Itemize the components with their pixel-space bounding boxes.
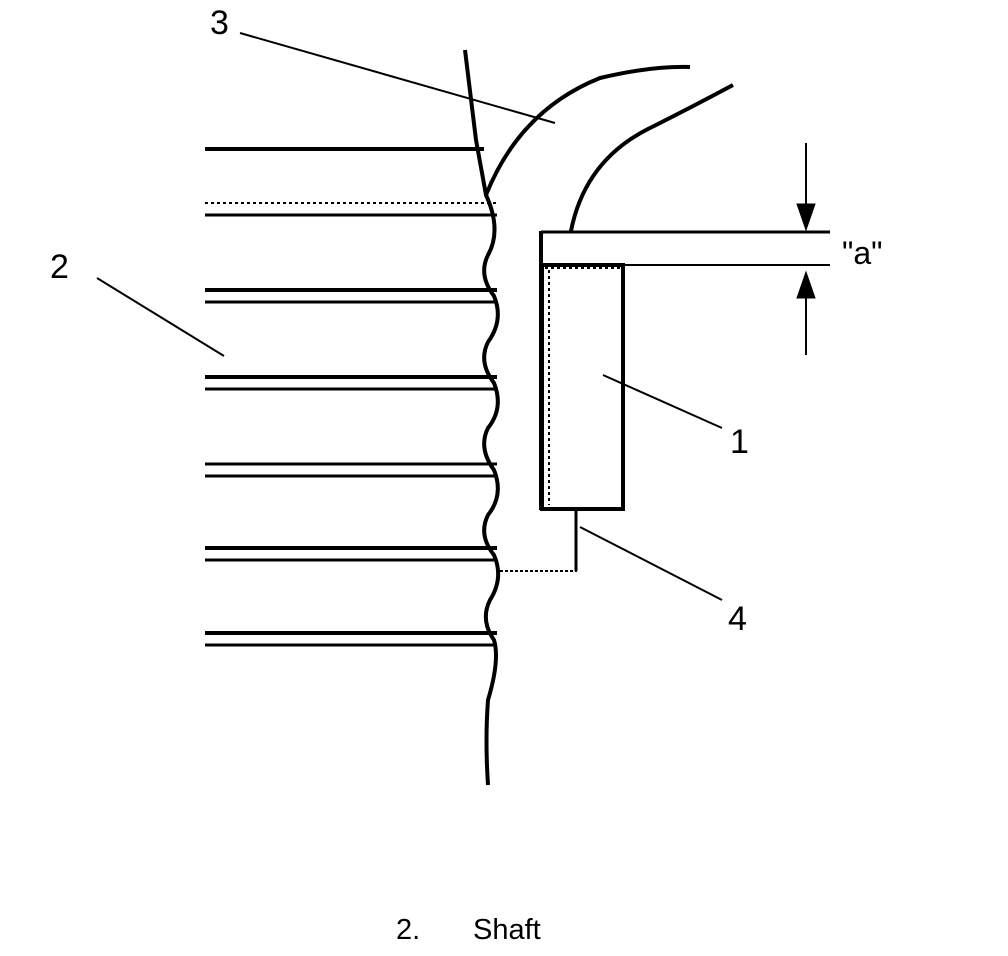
caption-number: 2. <box>396 914 421 946</box>
caption-text: Shaft <box>473 914 541 946</box>
dimension-label: "a" <box>842 235 883 271</box>
callout-3: 3 <box>210 4 229 42</box>
figure-caption: 2. Shaft <box>0 914 1008 954</box>
leader-line-4 <box>579 526 723 601</box>
leader-line-3 <box>239 32 556 124</box>
shaft-break-line <box>463 49 501 786</box>
leader-lines <box>96 32 723 601</box>
housing-inner-curve <box>569 83 734 232</box>
leader-line-2 <box>96 277 225 357</box>
dimension-a <box>623 143 830 355</box>
shaft-grooves <box>205 147 497 647</box>
callout-2: 2 <box>50 248 69 286</box>
callout-4: 4 <box>728 600 747 638</box>
seal-body <box>540 263 625 511</box>
dimension-arrow-down <box>796 203 816 232</box>
leader-line-1 <box>602 374 723 429</box>
dimension-arrow-up <box>796 270 816 299</box>
housing-outer-curve <box>484 64 691 196</box>
callout-1: 1 <box>730 423 749 461</box>
